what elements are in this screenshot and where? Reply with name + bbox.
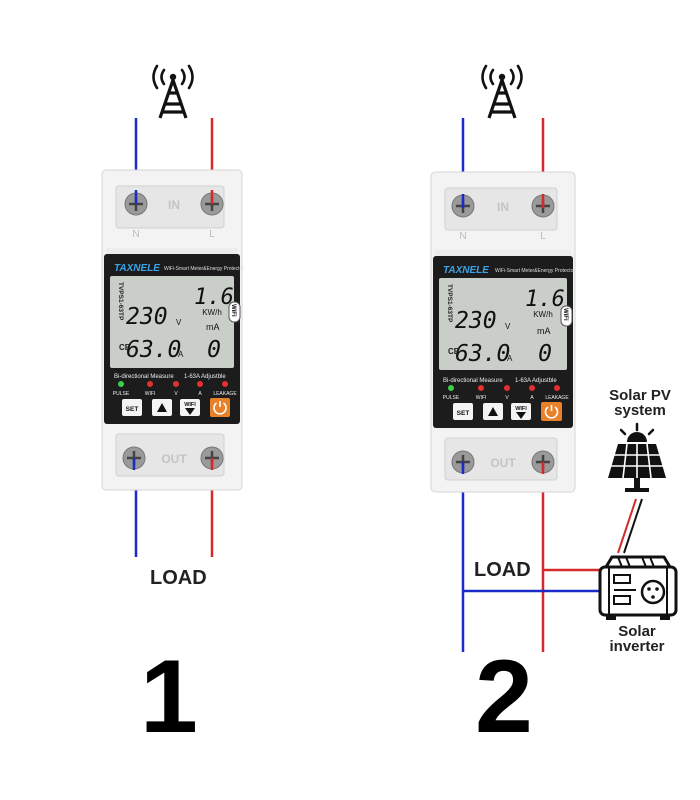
diagram1-wires [134, 118, 214, 557]
inverter-icon [598, 555, 678, 620]
antenna-icon [481, 64, 523, 119]
antenna-icon [152, 64, 194, 119]
diagram-number-1: 1 [140, 639, 198, 755]
d1-load-label: LOAD [150, 567, 207, 589]
solar-panel-icon [608, 422, 666, 492]
solar-inverter-label: Solar inverter [609, 623, 665, 655]
d2-pv-wire-black [623, 498, 643, 554]
diagram2-wires [461, 118, 643, 652]
solar-pv-label: Solar PV system [609, 387, 671, 419]
diagram-number-2: 2 [475, 639, 533, 755]
d2-load-label: LOAD [474, 559, 531, 581]
d2-pv-wire-red [617, 498, 637, 554]
